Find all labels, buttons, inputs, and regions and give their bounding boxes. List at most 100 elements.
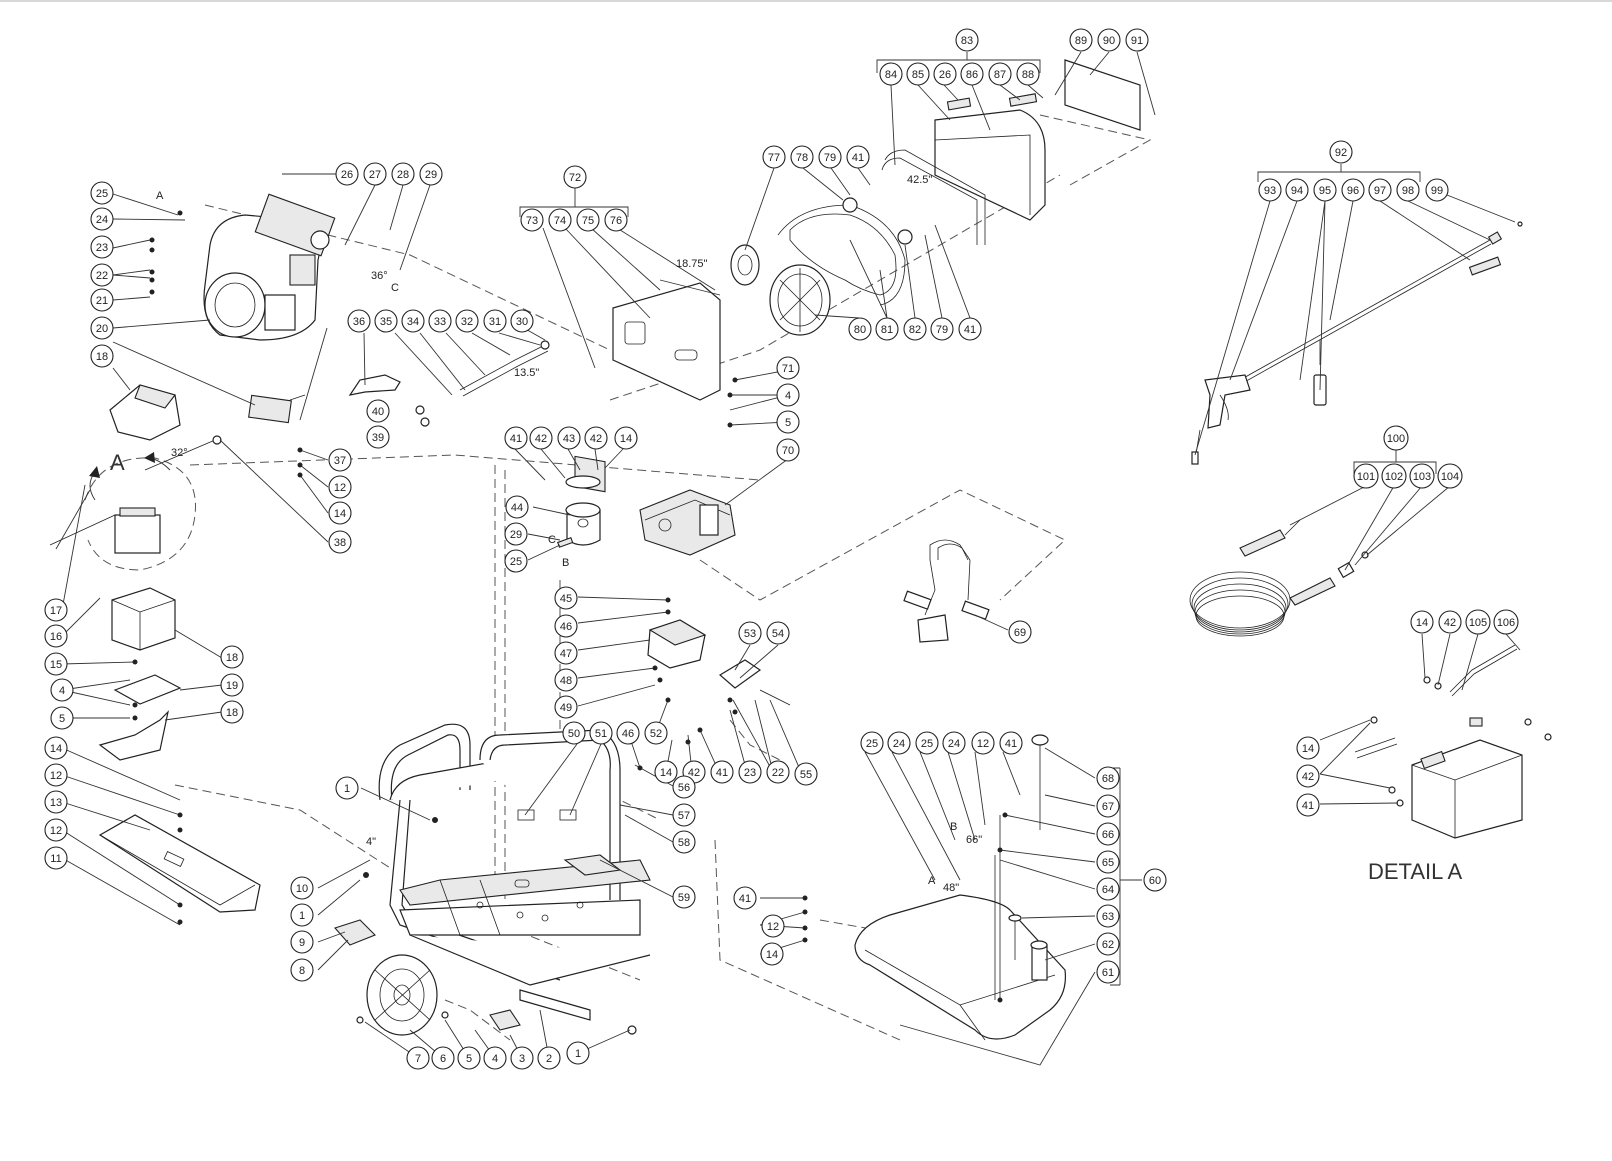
callout-circle — [1143, 868, 1167, 892]
callout-circle — [220, 645, 244, 669]
callout-circle — [1353, 463, 1379, 489]
callout-85: 85 — [906, 62, 930, 86]
callout-34: 34 — [401, 309, 425, 333]
callout-circle — [776, 356, 800, 380]
callout-circle — [455, 309, 479, 333]
callout-22: 22 — [766, 760, 790, 784]
callout-60: 60 — [1143, 868, 1167, 892]
callout-number: 10 — [296, 883, 308, 895]
callout-circle — [290, 958, 314, 982]
callout-number: 71 — [782, 363, 794, 375]
callout-circle — [1341, 178, 1365, 202]
callout-number: 25 — [921, 738, 933, 750]
callout-number: 97 — [1374, 185, 1386, 197]
callout-40: 40 — [366, 399, 390, 423]
callout-4: 4 — [50, 678, 74, 702]
callout-55: 55 — [794, 762, 818, 786]
callout-5: 5 — [776, 410, 800, 434]
callout-number: 41 — [510, 433, 522, 445]
callout-number: 54 — [772, 628, 784, 640]
callout-circle — [347, 309, 371, 333]
callout-49: 49 — [554, 695, 578, 719]
callout-circle — [933, 62, 957, 86]
callout-number: 25 — [866, 738, 878, 750]
callout-number: 40 — [372, 406, 384, 418]
callout-number: 41 — [716, 767, 728, 779]
callout-53: 53 — [738, 621, 762, 645]
callout-number: 36 — [353, 316, 365, 328]
callout-number: 72 — [569, 172, 581, 184]
callout-43: 43 — [557, 426, 581, 450]
callout-73: 73 — [520, 208, 544, 232]
callout-circle — [1096, 766, 1120, 790]
callout-number: 47 — [560, 648, 572, 660]
callout-number: 27 — [369, 169, 381, 181]
callout-number: 4 — [492, 1053, 498, 1065]
callout-12: 12 — [328, 475, 352, 499]
callout-circle — [1069, 28, 1093, 52]
callout-circle — [50, 706, 74, 730]
callout-circle — [776, 438, 800, 462]
callout-18: 18 — [220, 645, 244, 669]
callout-circle — [1096, 822, 1120, 846]
callout-number: 92 — [1335, 147, 1347, 159]
callout-number: 12 — [767, 921, 779, 933]
callout-81: 81 — [875, 317, 899, 341]
callout-14: 14 — [614, 426, 638, 450]
engine — [203, 193, 336, 341]
callout-circle — [566, 1041, 590, 1065]
callout-82: 82 — [903, 317, 927, 341]
callout-circle — [999, 731, 1023, 755]
callout-number: 14 — [50, 743, 62, 755]
callout-41: 41 — [1296, 793, 1320, 817]
callout-circle — [510, 1046, 534, 1070]
callout-26: 26 — [335, 162, 359, 186]
callout-number: 100 — [1387, 433, 1405, 445]
callout-number: 12 — [50, 770, 62, 782]
high-pressure-hose — [1189, 519, 1369, 637]
callout-circle — [672, 830, 696, 854]
spray-gun-wand — [1191, 221, 1523, 465]
callout-number: 75 — [582, 215, 594, 227]
callout-41: 41 — [733, 886, 757, 910]
callout-42: 42 — [584, 426, 608, 450]
callout-number: 64 — [1102, 884, 1114, 896]
callout-circle — [875, 317, 899, 341]
callout-circle — [1396, 178, 1420, 202]
callout-circle — [960, 62, 984, 86]
callout-number: 39 — [372, 432, 384, 444]
callout-20: 20 — [90, 316, 114, 340]
callout-circle — [504, 426, 528, 450]
callout-number: 43 — [563, 433, 575, 445]
callout-number: 56 — [678, 782, 690, 794]
callout-12: 12 — [44, 818, 68, 842]
frame — [334, 723, 651, 1031]
belt-length-label: 18.75" — [676, 258, 708, 270]
callout-79: 79 — [818, 145, 842, 169]
detail-a-title: DETAIL A — [1368, 859, 1462, 884]
callout-circle — [604, 208, 628, 232]
detail-a-inset — [49, 435, 222, 571]
callout-23: 23 — [90, 235, 114, 259]
callout-number: 4 — [59, 685, 65, 697]
callout-circle — [887, 731, 911, 755]
callout-number: 78 — [796, 152, 808, 164]
callout-38: 38 — [328, 530, 352, 554]
callout-circle — [366, 425, 390, 449]
callout-47: 47 — [554, 641, 578, 665]
callout-46: 46 — [616, 721, 640, 745]
callout-circle — [672, 885, 696, 909]
callout-number: 70 — [782, 445, 794, 457]
callout-30: 30 — [510, 309, 534, 333]
callout-circle — [401, 309, 425, 333]
callout-circle — [510, 309, 534, 333]
top-border — [0, 0, 1612, 2]
callout-5: 5 — [50, 706, 74, 730]
callout-circle — [520, 208, 544, 232]
callout-41: 41 — [846, 145, 870, 169]
callout-6: 6 — [431, 1046, 455, 1070]
callout-89: 89 — [1069, 28, 1093, 52]
callout-42: 42 — [529, 426, 553, 450]
callout-98: 98 — [1396, 178, 1420, 202]
callout-61: 61 — [1096, 960, 1120, 984]
